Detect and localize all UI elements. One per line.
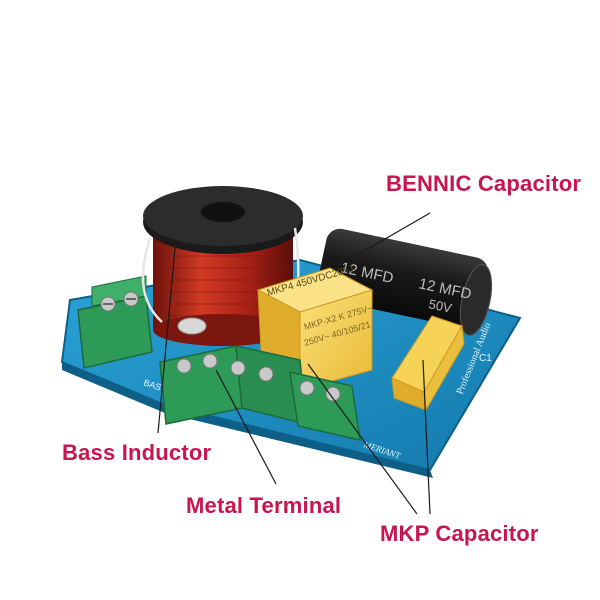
bennic-capacitor-label: BENNIC Capacitor (386, 171, 582, 196)
elec-voltage: 50V (427, 296, 453, 316)
mkp-capacitor-label: MKP Capacitor (380, 521, 539, 546)
output-terminal-blocks (159, 345, 361, 441)
bass-inductor-coil (141, 186, 303, 346)
bass-pointer (157, 237, 177, 434)
metal-terminal-label: Metal Terminal (186, 493, 342, 518)
bass-inductor-label: Bass Inductor (62, 440, 212, 465)
silk-c1: C1 (479, 353, 492, 364)
mkp-capacitor-small (391, 315, 465, 412)
bennic-pointer (332, 212, 431, 270)
input-terminal-block (77, 275, 153, 369)
metal-pointer (215, 369, 277, 485)
mkp-pointer-2 (422, 359, 431, 515)
callout-lines (157, 212, 431, 515)
mkp-pointer-1 (307, 363, 418, 515)
